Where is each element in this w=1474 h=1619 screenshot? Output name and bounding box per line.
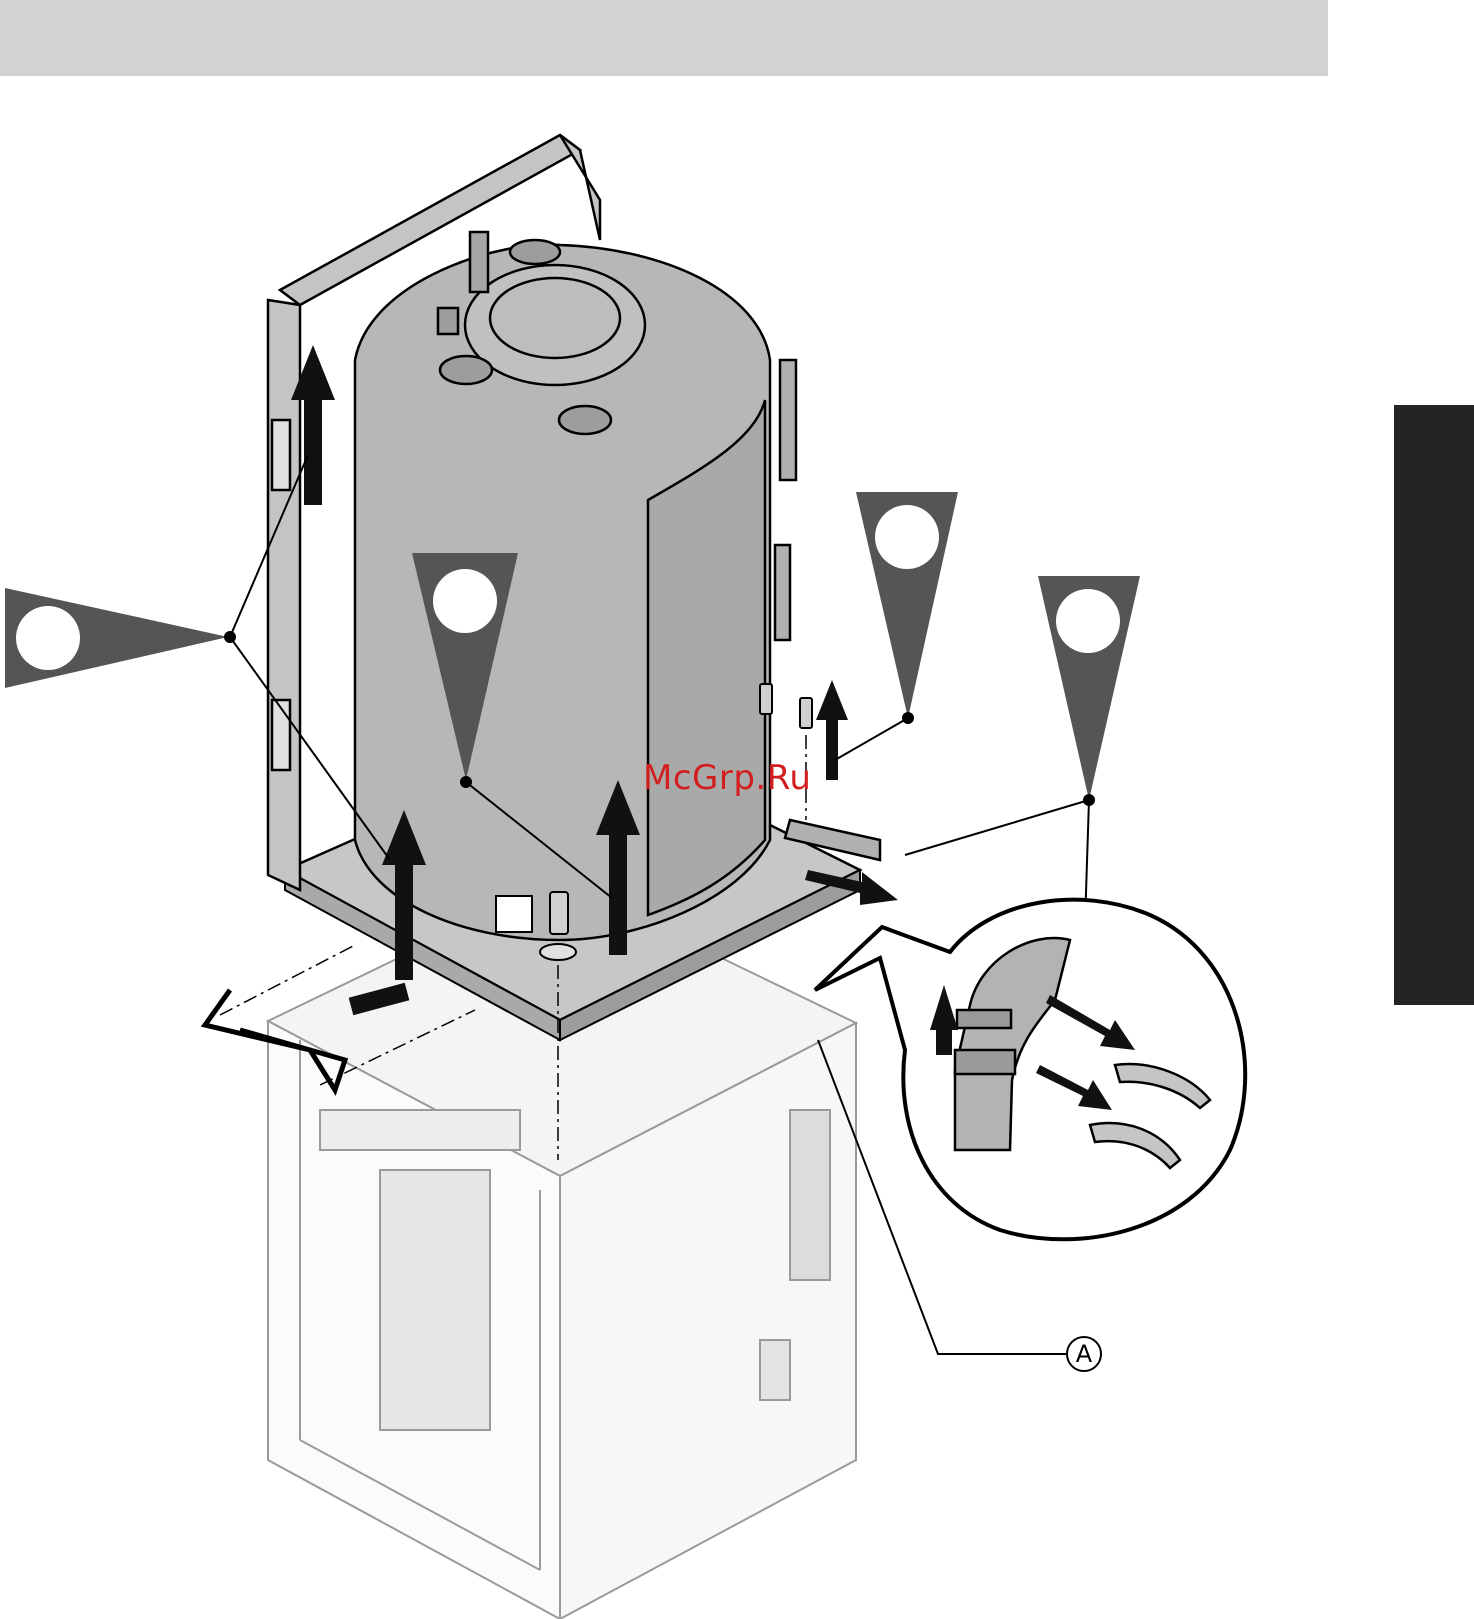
screw-icon [760,684,772,714]
screw-icon [800,698,812,728]
washer-icon [540,944,576,960]
callout-label-a: A [1066,1336,1102,1372]
watermark-text: McGrp.Ru [643,758,811,798]
lift-arrow [816,680,848,780]
tank-body [355,232,770,940]
screw-icon [550,892,568,934]
callout-label-a-text: A [1076,1342,1092,1366]
step-number-box [496,896,532,932]
